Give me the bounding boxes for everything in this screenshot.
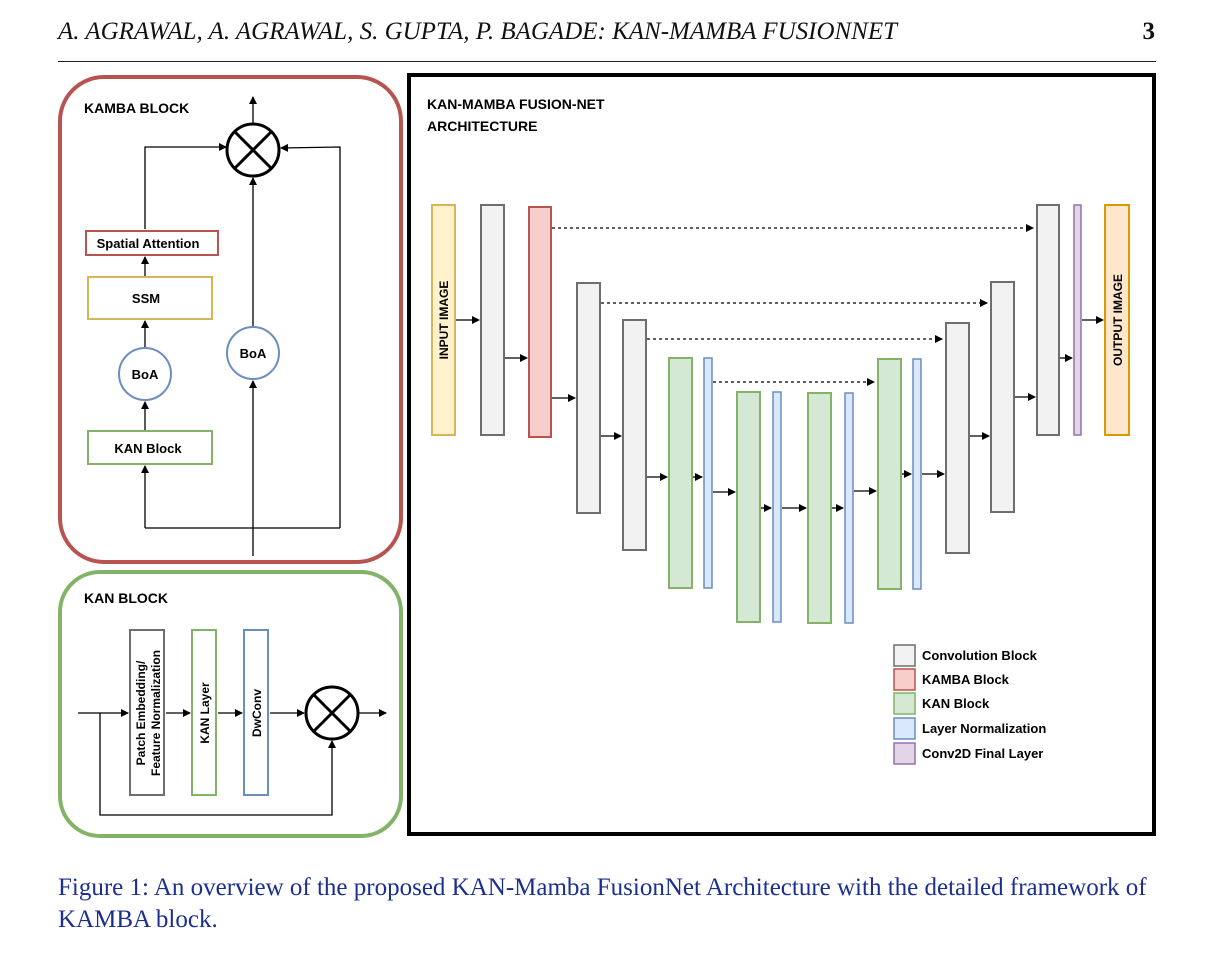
conv2d-final-layer: [1073, 204, 1082, 436]
layer-norm-2: [772, 391, 782, 623]
kamba-multiply-icon: [225, 122, 281, 178]
page-number: 3: [1142, 18, 1156, 45]
ssm-box: [87, 276, 213, 320]
layer-norm-4: [912, 358, 922, 590]
encoder-conv-block-1: [480, 204, 505, 436]
kan-block-1: [668, 357, 693, 589]
kan-block-label: KAN Block: [114, 441, 182, 456]
kan-block-2: [736, 391, 761, 623]
kan-block-box: [87, 430, 213, 465]
kamba-panel-title: KAMBA BLOCK: [84, 100, 189, 116]
kamba-block-panel: KAMBA BLOCK Spatial Attention SSM BoA KA…: [58, 75, 403, 564]
architecture-title-line1: KAN-MAMBA FUSION-NET: [427, 96, 605, 112]
patch-embedding-box: [129, 629, 165, 796]
kan-multiply-icon: [304, 685, 360, 741]
dwconv-box: [243, 629, 269, 796]
figure-caption: Figure 1: An overview of the proposed KA…: [58, 874, 1147, 933]
encoder-conv-block-3: [622, 319, 647, 551]
legend-swatch-kamba: [893, 668, 916, 691]
legend-label-kamba: KAMBA Block: [922, 672, 1010, 687]
legend-swatch-kan: [893, 692, 916, 715]
layer-norm-1: [703, 357, 713, 589]
legend-swatch-convolution: [893, 644, 916, 667]
patch-embedding-label-line1: Patch Embedding/: [134, 660, 148, 765]
boa-left-label: BoA: [132, 367, 159, 382]
legend: Convolution Block KAMBA Block KAN Block …: [893, 644, 1046, 765]
legend-swatch-conv2d: [893, 742, 916, 765]
kan-layer-label: KAN Layer: [198, 682, 212, 744]
decoder-conv-block-3: [1036, 204, 1060, 436]
kan-block-4: [877, 358, 902, 590]
spatial-attention-label: Spatial Attention: [97, 236, 200, 251]
ssm-label: SSM: [132, 291, 160, 306]
skip-connections: [552, 224, 1034, 386]
figure-diagram: KAMBA BLOCK Spatial Attention SSM BoA KA…: [58, 73, 1156, 838]
kan-block-panel: KAN BLOCK Patch Embedding/ Feature Norma…: [58, 570, 403, 838]
decoder-conv-block-2: [990, 281, 1015, 513]
input-image-label: INPUT IMAGE: [437, 281, 451, 360]
input-image-block: [431, 204, 456, 436]
kan-layer-box: [191, 629, 217, 796]
kan-panel-title: KAN BLOCK: [84, 590, 168, 606]
architecture-title-line2: ARCHITECTURE: [427, 118, 537, 134]
boa-left-node: [118, 347, 172, 401]
decoder-conv-block-1: [945, 322, 970, 554]
legend-label-kan: KAN Block: [922, 696, 990, 711]
flow-arrows: [456, 316, 1104, 512]
legend-label-conv2d: Conv2D Final Layer: [922, 746, 1043, 761]
architecture-panel: KAN-MAMBA FUSION-NET ARCHITECTURE INPUT …: [407, 73, 1156, 836]
encoder-conv-block-2: [576, 282, 601, 514]
output-image-block: [1104, 204, 1130, 436]
legend-label-layernorm: Layer Normalization: [922, 721, 1046, 736]
output-image-label: OUTPUT IMAGE: [1111, 274, 1125, 366]
layer-norm-3: [844, 392, 854, 624]
dwconv-label: DwConv: [250, 689, 264, 737]
boa-right-label: BoA: [240, 346, 267, 361]
encoder-kamba-block: [528, 206, 552, 438]
boa-right-node: [226, 326, 280, 380]
running-header: A. AGRAWAL, A. AGRAWAL, S. GUPTA, P. BAG…: [58, 18, 898, 45]
spatial-attention-box: [85, 230, 219, 256]
kan-block-3: [807, 392, 832, 624]
patch-embedding-label-line2: Feature Normalization: [149, 650, 163, 776]
header-rule: [58, 61, 1156, 62]
legend-label-convolution: Convolution Block: [922, 648, 1038, 663]
legend-swatch-layernorm: [893, 717, 916, 740]
